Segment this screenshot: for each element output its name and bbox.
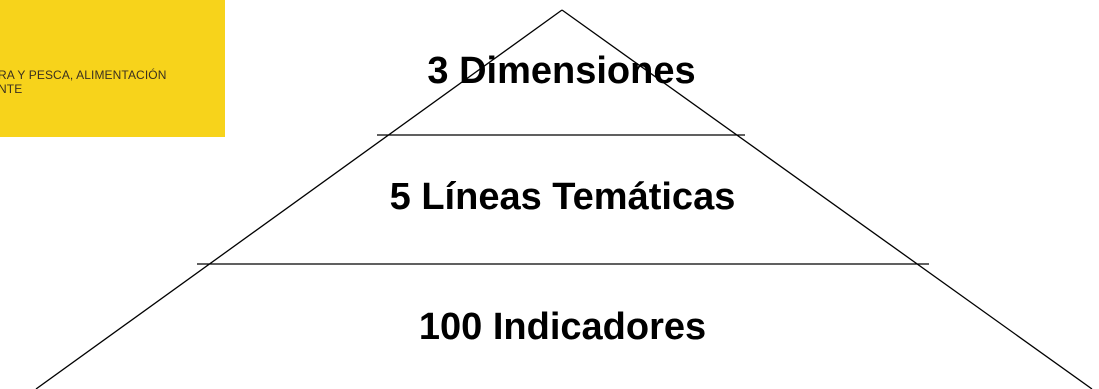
pyramid-right-edge: [561, 9, 1093, 389]
logo-text-line-2: NTE: [0, 82, 23, 96]
pyramid-left-edge: [35, 9, 563, 389]
tier-label-indicators: 100 Indicadores: [418, 306, 707, 348]
logo-banner: RA Y PESCA, ALIMENTACIÓN NTE: [0, 0, 225, 137]
tier-label-dimensions: 3 Dimensiones: [427, 50, 696, 92]
tier-label-thematic-lines: 5 Líneas Temáticas: [389, 176, 736, 218]
logo-text-line-1: RA Y PESCA, ALIMENTACIÓN: [0, 68, 167, 82]
